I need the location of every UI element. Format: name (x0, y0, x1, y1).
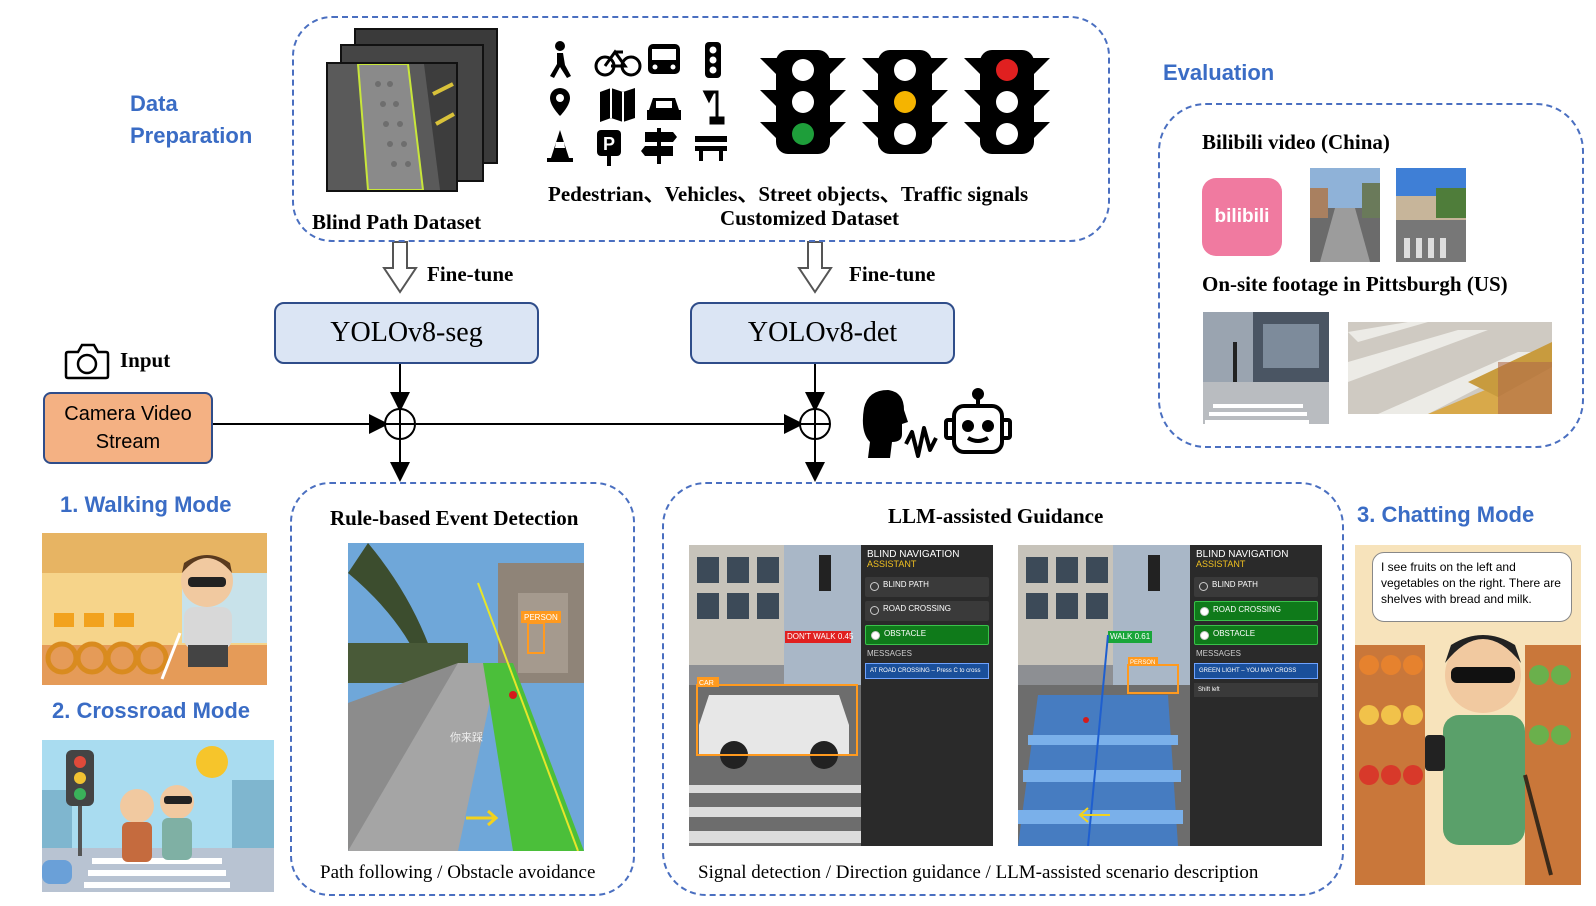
traffic-light-green-icon (760, 50, 846, 154)
bilibili-frame-1 (1310, 168, 1380, 262)
pittsburgh-frame-1 (1203, 312, 1329, 424)
hud-right-road-crossing: ROAD CROSSING (1194, 601, 1318, 621)
walking-mode-title: 1. Walking Mode (60, 492, 232, 517)
parking-icon: P (597, 130, 621, 166)
llm-right-hud: BLIND NAVIGATION ASSISTANT BLIND PATH RO… (1190, 545, 1322, 846)
map-icon (600, 88, 635, 122)
bench-icon (695, 136, 727, 161)
chat-bubble: I see fruits on the left and vegetables … (1372, 552, 1572, 622)
pittsburgh-frame-2 (1348, 322, 1552, 414)
traffic-light-yellow-icon (862, 50, 948, 154)
combine-node-right (799, 408, 831, 440)
blind-path-image-front (326, 62, 458, 192)
combine-node-left (384, 408, 416, 440)
onsite-title: On-site footage in Pittsburgh (US) (1202, 272, 1508, 296)
llm-title: LLM-assisted Guidance (888, 504, 1104, 528)
object-icons: P (547, 41, 727, 166)
crossroad-mode-title: 2. Crossroad Mode (52, 698, 251, 723)
evaluation-title: Evaluation (1163, 60, 1275, 85)
llm-left-hud: BLIND NAVIGATION ASSISTANT BLIND PATH RO… (861, 545, 993, 846)
speech-icon (862, 390, 938, 458)
pin-icon (550, 88, 570, 116)
llm-right-signal-tag: WALK 0.61 (1110, 632, 1151, 641)
data-preparation-box (292, 16, 1110, 242)
evaluation-box (1158, 103, 1584, 448)
hud-right-message-1: GREEN LIGHT – YOU MAY CROSS (1194, 663, 1318, 679)
yolov8-seg-box: YOLOv8-seg (274, 302, 539, 364)
llm-frame-left: CAR DON'T WALK 0.45 BLIND NAVIGATION ASS… (689, 545, 993, 846)
svg-text:CAR: CAR (699, 680, 714, 687)
bicycle-icon (594, 49, 642, 77)
hud-left-message: AT ROAD CROSSING – Press C to cross (865, 663, 989, 679)
llm-caption: Signal detection / Direction guidance / … (698, 862, 1259, 883)
traffic-lights-group (760, 50, 1050, 154)
yolov8-det-box: YOLOv8-det (690, 302, 955, 364)
bus-icon (648, 44, 680, 74)
finetune-right-label: Fine-tune (849, 262, 936, 286)
chatting-mode-title: 3. Chatting Mode (1357, 502, 1535, 527)
bilibili-logo: bilibili (1202, 178, 1282, 256)
crossroad-mode-illustration (42, 740, 274, 892)
svg-text:PERSON: PERSON (524, 613, 558, 622)
hud-right-message-2: Shift left (1194, 683, 1318, 697)
rule-based-frame: PERSON 你来踩 (348, 543, 584, 851)
blind-path-dataset-label: Blind Path Dataset (312, 210, 482, 234)
finetune-left-label: Fine-tune (427, 262, 514, 286)
walking-mode-illustration (42, 533, 267, 685)
hud-left-road-crossing: ROAD CROSSING (865, 601, 989, 621)
street-lamp-icon (702, 90, 725, 125)
svg-text:PERSON: PERSON (1130, 660, 1155, 666)
signpost-icon (641, 128, 677, 164)
customized-dataset-label: Customized Dataset (720, 206, 900, 230)
hud-left-obstacle: OBSTACLE (865, 625, 989, 645)
hud-left-blind-path: BLIND PATH (865, 577, 989, 597)
camera-icon (64, 343, 110, 380)
robot-icon (944, 388, 1012, 454)
finetune-arrow-left (382, 241, 418, 294)
llm-frame-right: PERSON WALK 0.61 BLIND NAVIGATION ASSIST… (1018, 545, 1322, 846)
traffic-light-small-icon (705, 42, 721, 78)
speech-robot-icons (862, 388, 1012, 458)
walk-icon (550, 41, 571, 78)
bilibili-title: Bilibili video (China) (1202, 130, 1390, 154)
rule-based-title: Rule-based Event Detection (330, 506, 579, 530)
rule-based-panel (290, 482, 635, 896)
input-label: Input (120, 348, 171, 372)
llm-left-signal-tag: DON'T WALK 0.45 (787, 632, 854, 641)
cone-icon (547, 130, 573, 162)
categories-label: Pedestrian、Vehicles、Street objects、Traff… (548, 182, 1029, 206)
finetune-arrow-right (797, 241, 833, 294)
svg-text:你来踩: 你来踩 (450, 731, 483, 744)
data-preparation-title: Data Preparation (130, 91, 253, 148)
hud-right-obstacle: OBSTACLE (1194, 625, 1318, 645)
traffic-light-red-icon (964, 50, 1050, 154)
hud-right-blind-path: BLIND PATH (1194, 577, 1318, 597)
car-icon (647, 98, 681, 120)
svg-text:P: P (603, 134, 615, 154)
bilibili-frame-2 (1396, 168, 1466, 262)
llm-panel (662, 482, 1344, 896)
rule-based-caption: Path following / Obstacle avoidance (320, 862, 596, 883)
